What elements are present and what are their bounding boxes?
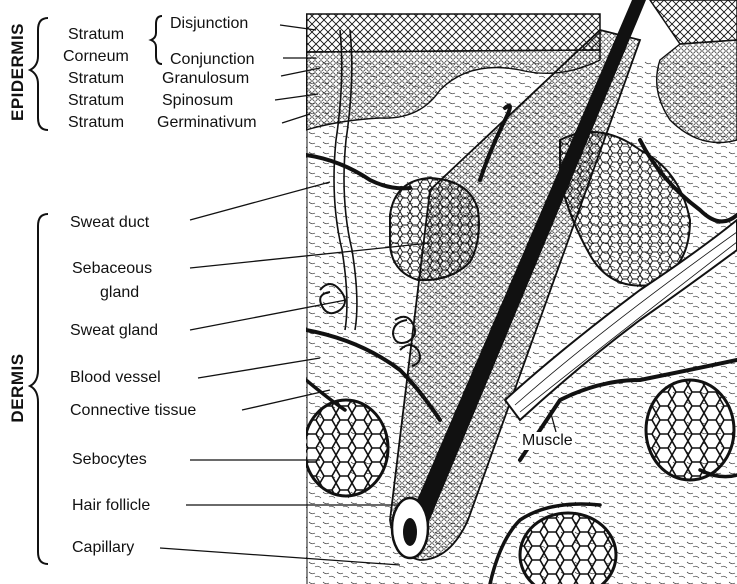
label-hair-follicle: Hair follicle <box>72 497 150 515</box>
label-stratum-germinativum: Stratum <box>68 114 124 132</box>
label-disjunction: Disjunction <box>170 15 248 33</box>
label-stratum-corneum-1: Stratum <box>68 26 124 44</box>
label-conjunction: Conjunction <box>170 51 255 69</box>
label-sebaceous: Sebaceous <box>72 260 152 278</box>
label-sweat-gland: Sweat gland <box>70 322 158 340</box>
label-sweat-duct: Sweat duct <box>70 214 149 232</box>
label-stratum-spinosum: Stratum <box>68 92 124 110</box>
label-muscle: Muscle <box>520 432 575 450</box>
epidermis-label: EPIDERMIS <box>8 22 28 122</box>
label-sebocytes: Sebocytes <box>72 451 147 469</box>
dermis-label: DERMIS <box>8 350 28 426</box>
label-germinativum: Germinativum <box>157 114 257 132</box>
label-corneum: Corneum <box>63 48 129 66</box>
sebocyte-cluster <box>304 400 388 496</box>
label-stratum-granulosum: Stratum <box>68 70 124 88</box>
label-capillary: Capillary <box>72 539 134 557</box>
label-spinosum: Spinosum <box>162 92 233 110</box>
label-blood-vessel: Blood vessel <box>70 369 161 387</box>
label-connective-tissue: Connective tissue <box>70 402 196 420</box>
label-gland: gland <box>100 284 139 302</box>
label-granulosum: Granulosum <box>162 70 249 88</box>
